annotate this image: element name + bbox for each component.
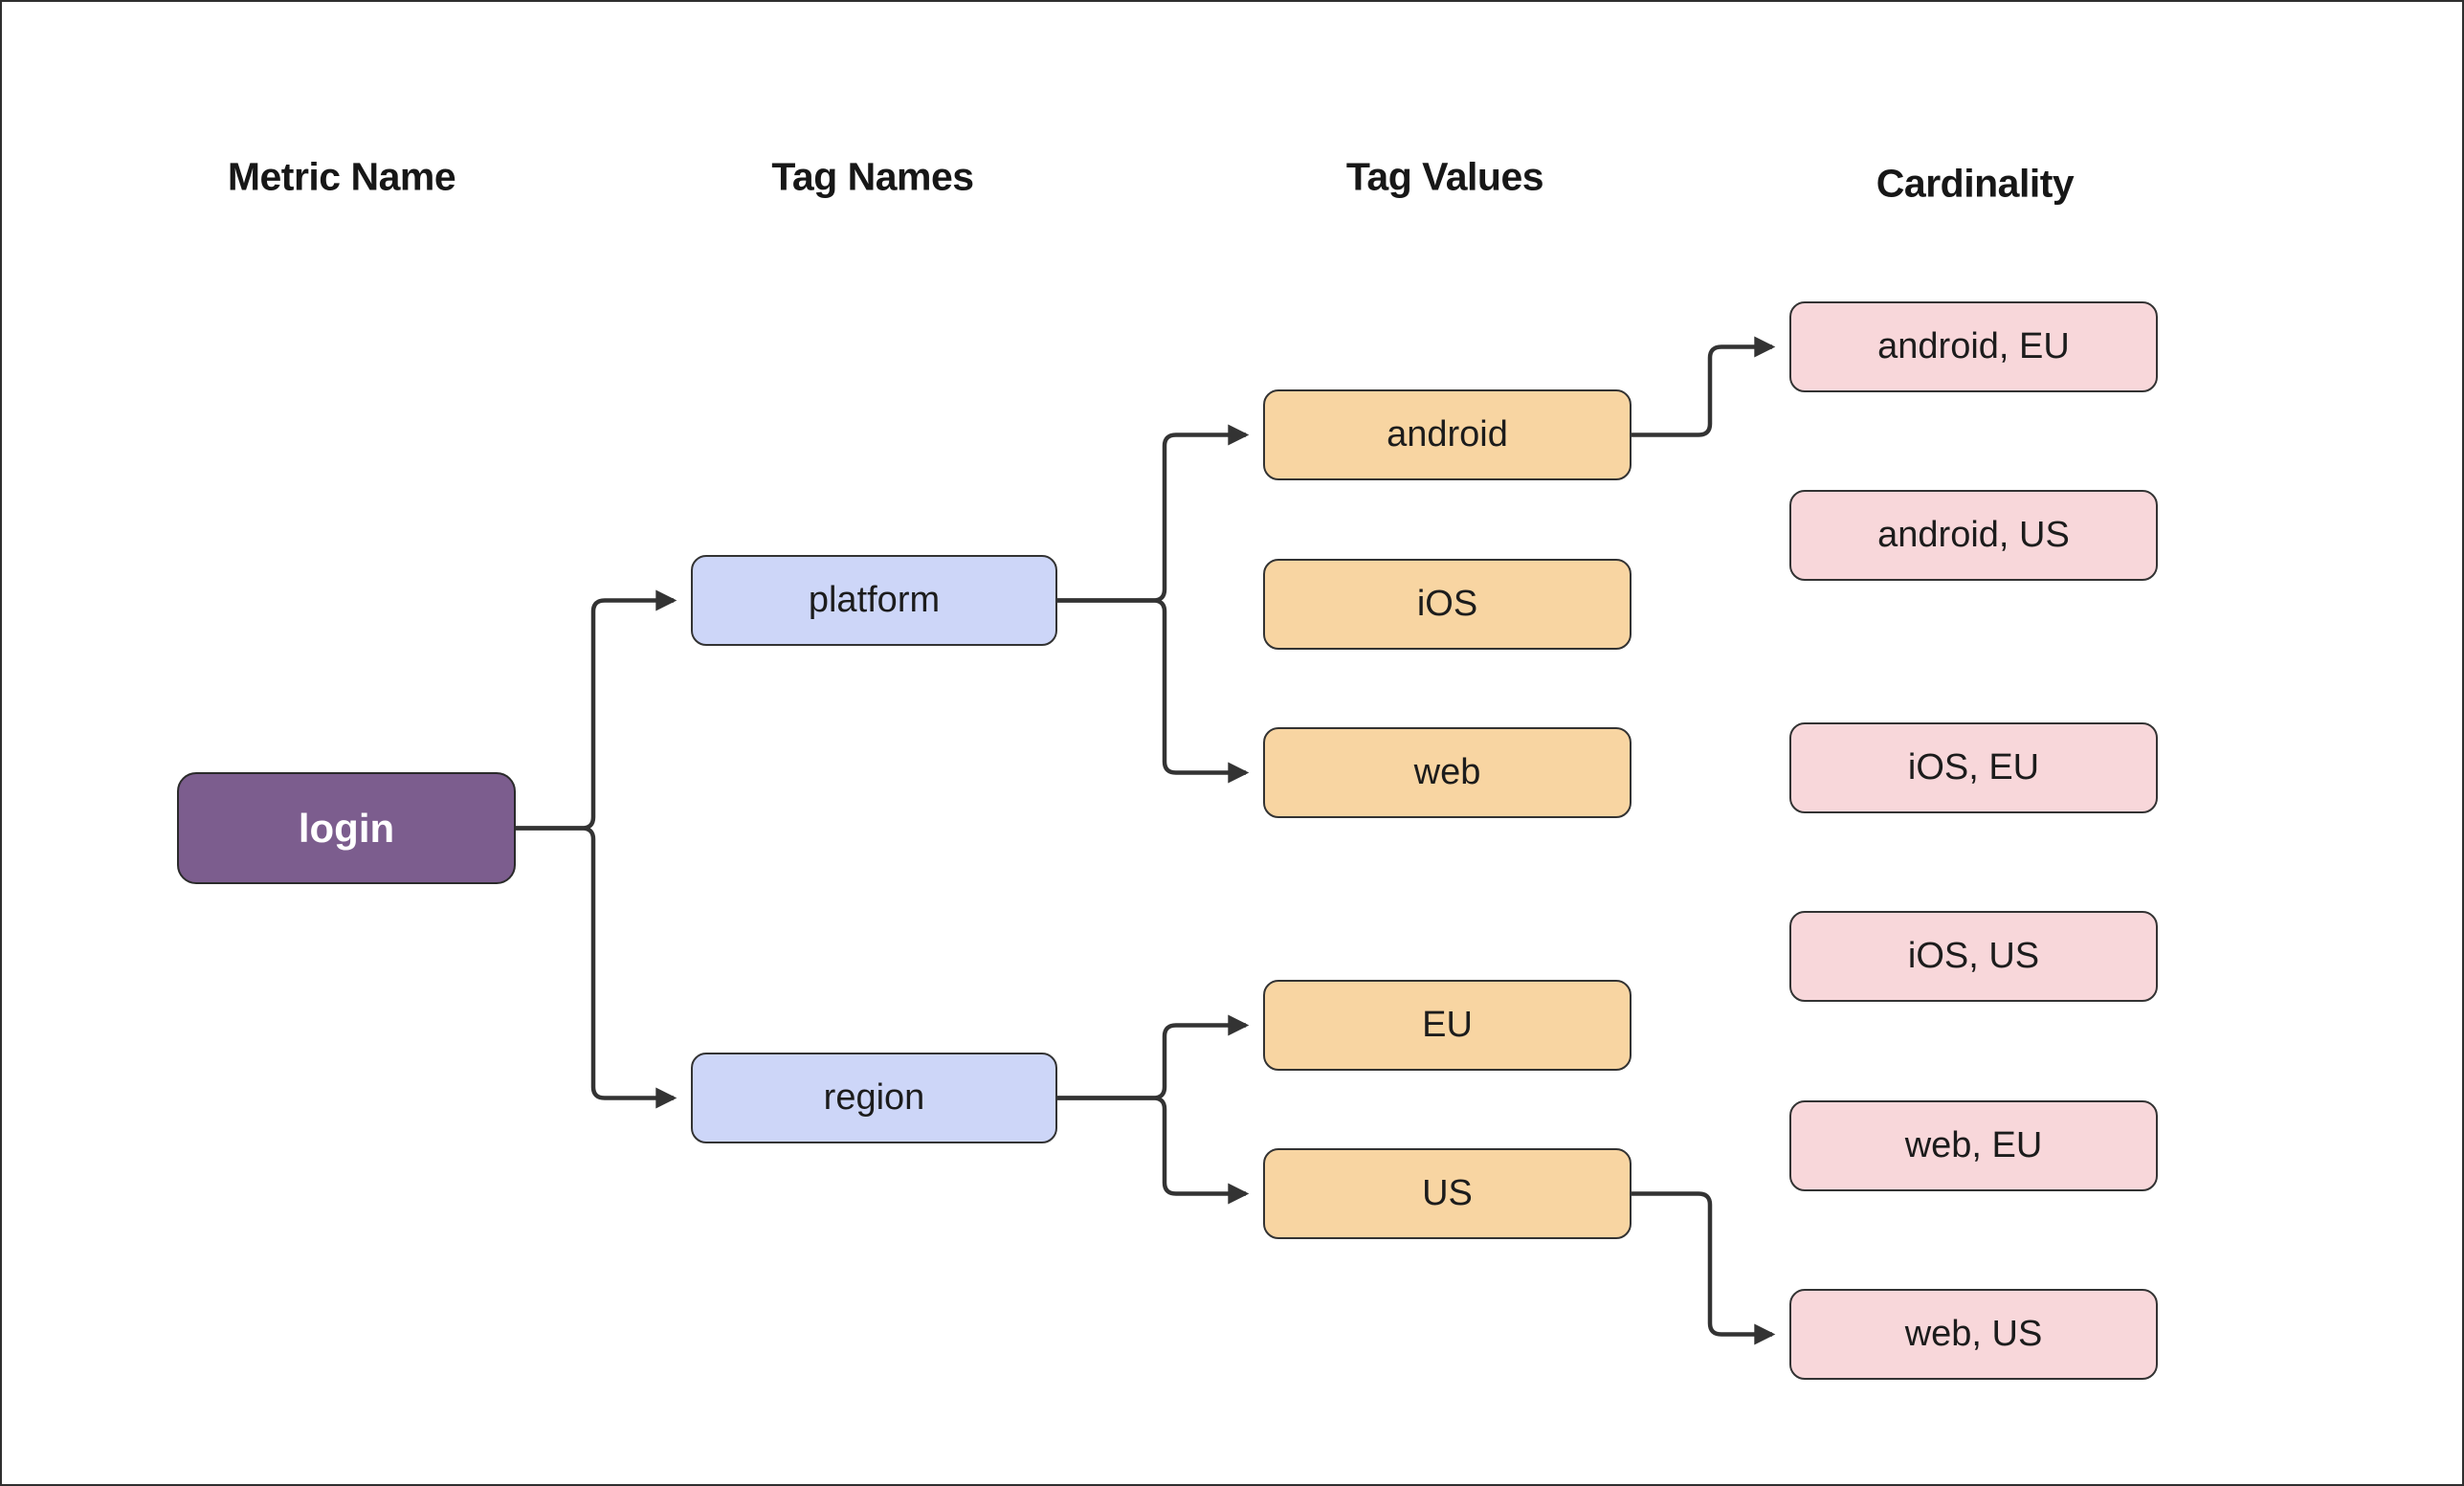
node-android-us: android, US xyxy=(1789,490,2158,581)
node-region-label: region xyxy=(823,1077,925,1118)
node-login-label: login xyxy=(298,805,395,851)
column-header-tag-names: Tag Names xyxy=(771,154,974,199)
node-ios-us-label: iOS, US xyxy=(1907,936,2040,976)
node-platform-label: platform xyxy=(808,580,941,620)
edge-platform-android xyxy=(1057,424,1250,603)
node-us: US xyxy=(1263,1148,1632,1239)
node-ios: iOS xyxy=(1263,559,1632,650)
node-platform: platform xyxy=(691,555,1057,646)
column-header-cardinality: Cardinality xyxy=(1876,161,2075,206)
edge-platform-web xyxy=(1057,598,1250,784)
node-android-label: android xyxy=(1387,414,1508,455)
node-ios-us: iOS, US xyxy=(1789,911,2158,1002)
node-android-eu: android, EU xyxy=(1789,301,2158,392)
edge-login-platform xyxy=(516,589,677,831)
edge-login-region xyxy=(516,826,677,1109)
edge-region-eu xyxy=(1057,1014,1250,1100)
node-android-eu-label: android, EU xyxy=(1877,326,2070,366)
edge-android-androideu xyxy=(1632,336,1776,437)
node-ios-label: iOS xyxy=(1416,584,1478,624)
node-web-us: web, US xyxy=(1789,1289,2158,1380)
node-region: region xyxy=(691,1053,1057,1143)
edge-region-us xyxy=(1057,1096,1250,1205)
node-android: android xyxy=(1263,389,1632,480)
node-web: web xyxy=(1263,727,1632,818)
column-header-tag-values: Tag Values xyxy=(1345,154,1544,199)
node-ios-eu: iOS, EU xyxy=(1789,722,2158,813)
node-web-eu: web, EU xyxy=(1789,1100,2158,1191)
node-web-us-label: web, US xyxy=(1904,1314,2043,1354)
node-eu-label: EU xyxy=(1422,1005,1473,1045)
column-header-metric-name: Metric Name xyxy=(227,154,456,199)
edge-us-webus xyxy=(1632,1191,1776,1345)
node-web-eu-label: web, EU xyxy=(1904,1125,2043,1165)
node-eu: EU xyxy=(1263,980,1632,1071)
node-us-label: US xyxy=(1422,1173,1473,1213)
node-web-label: web xyxy=(1413,752,1481,792)
node-ios-eu-label: iOS, EU xyxy=(1907,747,2040,787)
node-android-us-label: android, US xyxy=(1877,515,2070,555)
node-login: login xyxy=(177,772,516,884)
